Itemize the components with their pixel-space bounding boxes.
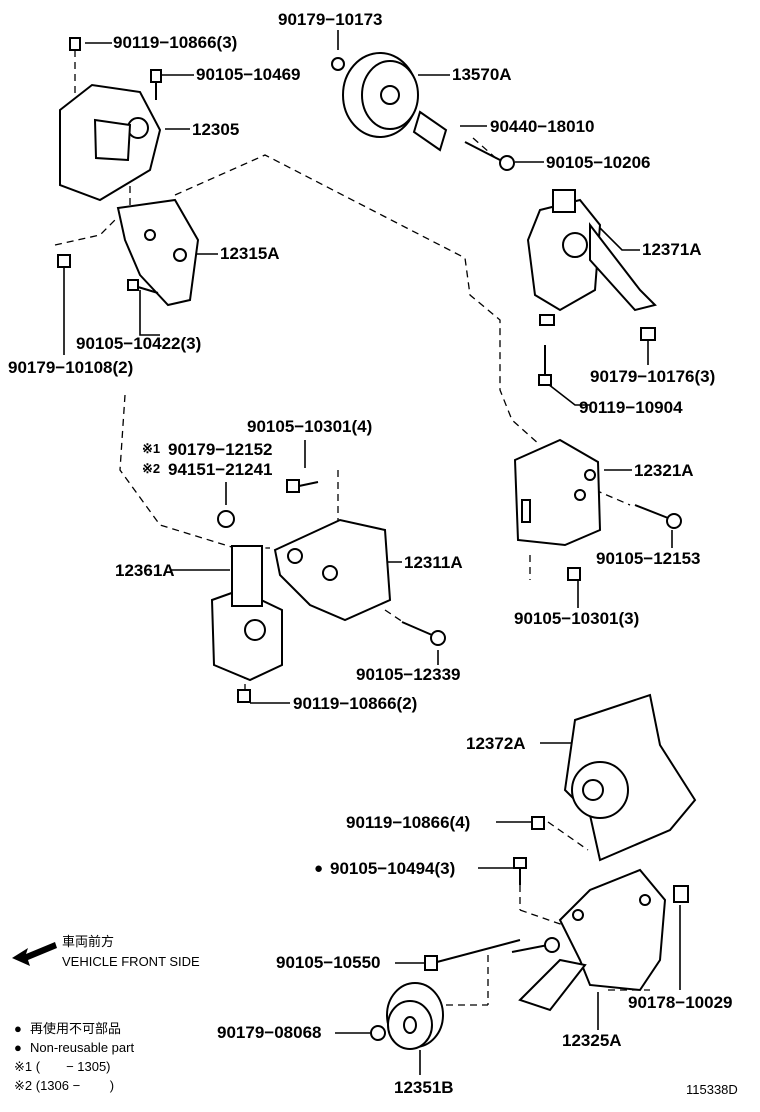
label-90119-10866-4: 90119−10866(4)	[346, 813, 471, 832]
label-90119-10866-2: 90119−10866(2)	[293, 694, 418, 713]
vehicle-front-jp: 車両前方	[62, 934, 115, 949]
label-90105-12153: 90105−12153	[596, 549, 701, 568]
label-94151-21241: 94151−21241	[168, 460, 273, 479]
label-12351B: 12351B	[394, 1078, 454, 1097]
label-90179-10176-3: 90179−10176(3)	[590, 367, 716, 386]
ref-mark-2: ※2	[142, 461, 161, 476]
label-90105-10550: 90105−10550	[276, 953, 381, 972]
label-90105-10301-3: 90105−10301(3)	[514, 609, 640, 628]
ref2-range: ※2 (1306 − )	[14, 1078, 115, 1093]
label-12371A: 12371A	[642, 240, 702, 259]
label-90105-10206: 90105−10206	[546, 153, 651, 172]
nonreusable-en: Non-reusable part	[30, 1040, 135, 1055]
legend-bullet-1: ●	[14, 1021, 22, 1036]
label-90105-12339: 90105−12339	[356, 665, 461, 684]
label-12325A: 12325A	[562, 1031, 622, 1050]
label-90440-18010: 90440−18010	[490, 117, 595, 136]
ref1-range: ※1 ( − 1305)	[14, 1059, 111, 1074]
nonreusable-jp: 再使用不可部品	[30, 1021, 122, 1036]
figure-id: 115338D	[686, 1082, 738, 1097]
label-90105-10301-4: 90105−10301(4)	[247, 417, 373, 436]
label-90178-10029: 90178−10029	[628, 993, 733, 1012]
label-12315A: 12315A	[220, 244, 280, 263]
label-90179-12152: 90179−12152	[168, 440, 273, 459]
legend-bullet-2: ●	[14, 1040, 22, 1055]
label-12305: 12305	[192, 120, 240, 139]
label-90105-10494-3: 90105−10494(3)	[330, 859, 456, 878]
label-90105-10422-3: 90105−10422(3)	[76, 334, 202, 353]
label-12321A: 12321A	[634, 461, 694, 480]
label-90105-10469: 90105−10469	[196, 65, 301, 84]
label-90119-10904: 90119−10904	[579, 398, 683, 417]
label-90179-10173: 90179−10173	[278, 10, 383, 29]
label-12372A: 12372A	[466, 734, 526, 753]
vehicle-front-arrow-icon	[12, 942, 57, 966]
label-90119-10866-3: 90119−10866(3)	[113, 33, 238, 52]
label-13570A: 13570A	[452, 65, 512, 84]
label-90179-10108-2: 90179−10108(2)	[8, 358, 134, 377]
nonreusable-bullet-icon: ●	[314, 860, 324, 877]
label-12361A: 12361A	[115, 561, 175, 580]
ref-mark-1: ※1	[142, 441, 161, 456]
label-90179-08068: 90179−08068	[217, 1023, 322, 1042]
vehicle-front-en: VEHICLE FRONT SIDE	[62, 954, 200, 969]
label-12311A: 12311A	[404, 553, 463, 572]
